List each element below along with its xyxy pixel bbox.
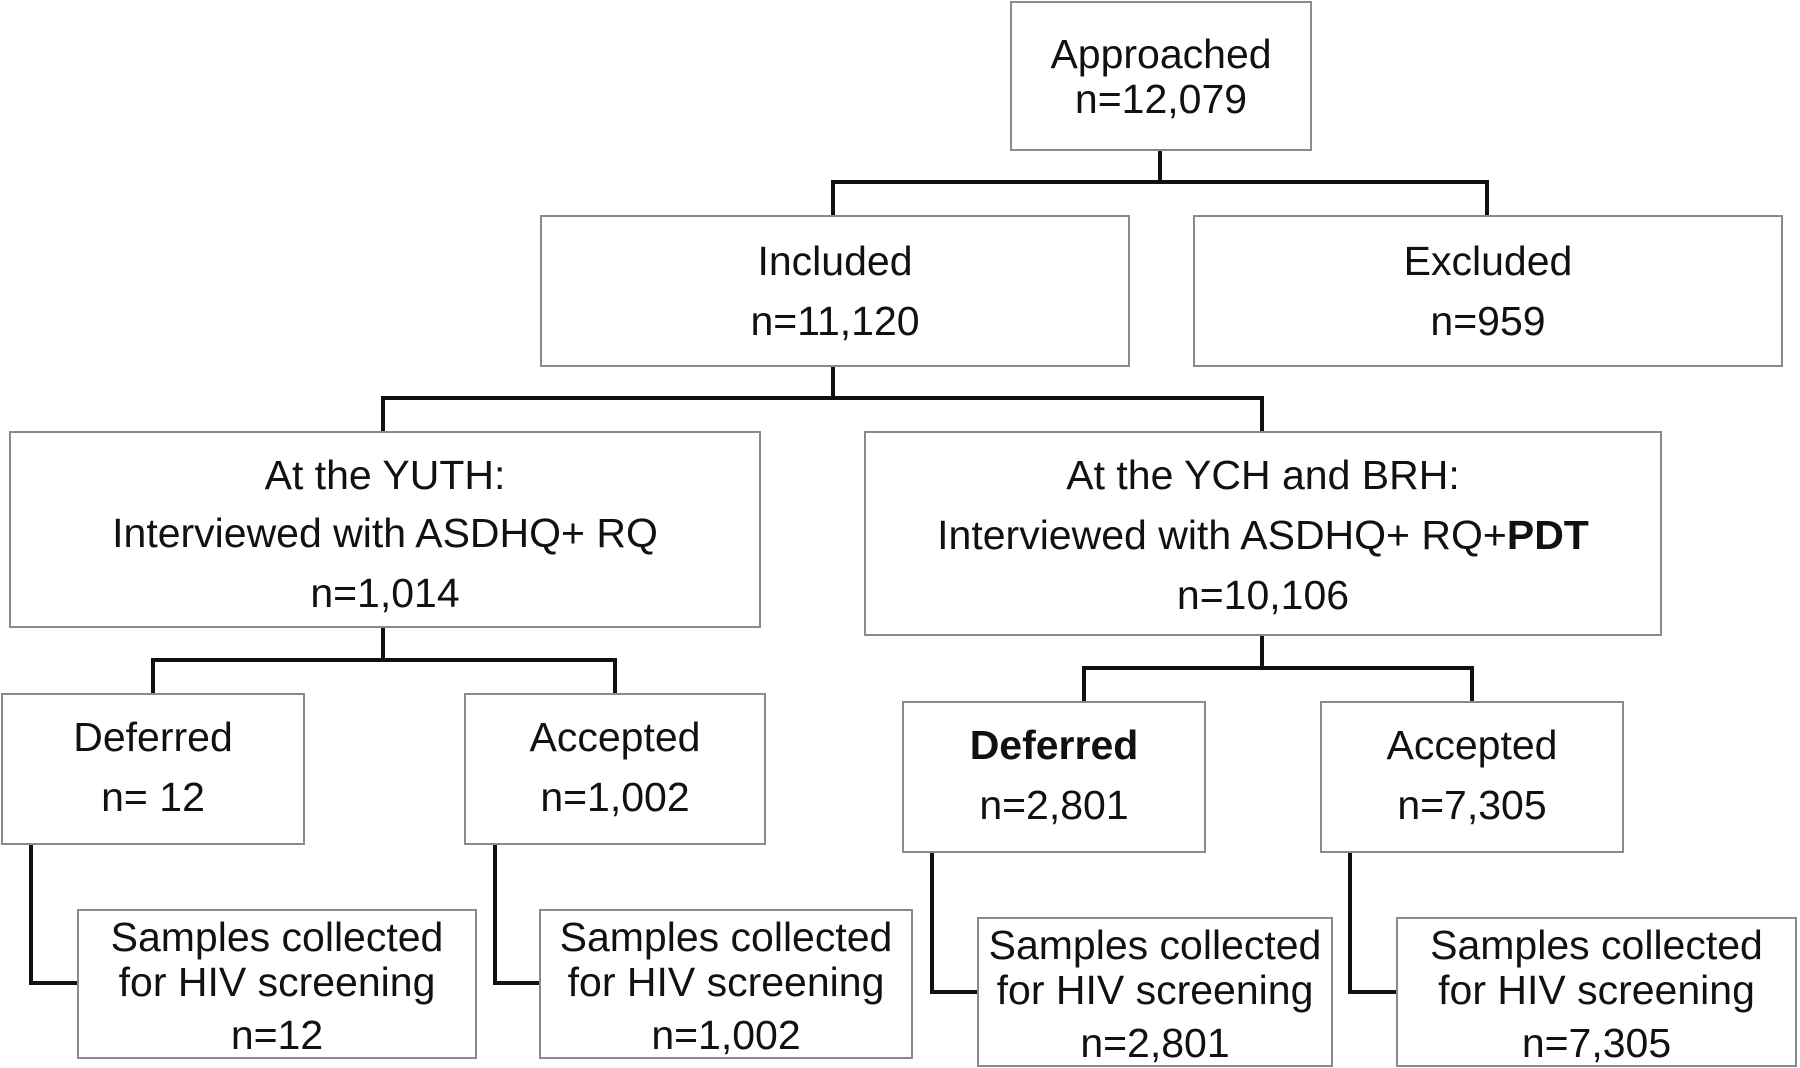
- samples-ych-deferred-count: n=2,801: [1080, 1020, 1230, 1066]
- samples-label-line1: Samples collected: [1430, 922, 1763, 968]
- yuth-deferred-label: Deferred: [73, 714, 233, 760]
- yuth-accepted-count: n=1,002: [540, 774, 690, 820]
- ych-brh-box: At the YCH and BRH: Interviewed with ASD…: [864, 431, 1662, 636]
- connector-yuth-split: [151, 626, 617, 695]
- ych-brh-site-label: At the YCH and BRH:: [1066, 452, 1460, 498]
- excluded-label: Excluded: [1403, 238, 1573, 284]
- ych-accepted-count: n=7,305: [1397, 782, 1547, 828]
- samples-yuth-deferred-box: Samples collected for HIV screening n=12: [77, 909, 477, 1059]
- yuth-deferred-count: n= 12: [101, 774, 205, 820]
- ych-accepted-label: Accepted: [1386, 722, 1558, 768]
- samples-ych-deferred-box: Samples collected for HIV screening n=2,…: [977, 917, 1333, 1067]
- samples-label-line2: for HIV screening: [1438, 967, 1755, 1013]
- samples-label-line2: for HIV screening: [567, 959, 885, 1005]
- samples-label-line1: Samples collected: [559, 914, 893, 960]
- samples-label-line2: for HIV screening: [118, 959, 436, 1005]
- yuth-box: At the YUTH: Interviewed with ASDHQ+ RQ …: [9, 431, 761, 628]
- excluded-count: n=959: [1430, 298, 1546, 344]
- yuth-accepted-box: Accepted n=1,002: [464, 693, 766, 845]
- connector-yuth-deferred-samples: [29, 843, 81, 985]
- yuth-count: n=1,014: [310, 570, 460, 616]
- ych-deferred-label: Deferred: [969, 722, 1139, 768]
- yuth-interview-label: Interviewed with ASDHQ+ RQ: [112, 510, 658, 556]
- approached-count: n=12,079: [1074, 76, 1248, 122]
- yuth-deferred-box: Deferred n= 12: [1, 693, 305, 845]
- connector-yuth-accepted-samples: [493, 843, 543, 985]
- samples-label-line1: Samples collected: [110, 914, 444, 960]
- ych-brh-count: n=10,106: [1176, 572, 1350, 618]
- samples-ych-accepted-count: n=7,305: [1521, 1020, 1672, 1066]
- ych-deferred-count: n=2,801: [979, 782, 1129, 828]
- ych-deferred-box: Deferred n=2,801: [902, 701, 1206, 853]
- included-count: n=11,120: [750, 298, 920, 344]
- samples-yuth-accepted-box: Samples collected for HIV screening n=1,…: [539, 909, 913, 1059]
- ych-accepted-box: Accepted n=7,305: [1320, 701, 1624, 853]
- ych-brh-interview-bold: PDT: [1506, 512, 1589, 558]
- ych-brh-interview-prefix: Interviewed with ASDHQ+ RQ+: [937, 512, 1507, 558]
- yuth-site-label: At the YUTH:: [264, 452, 506, 498]
- approached-label: Approached: [1050, 31, 1272, 77]
- samples-label-line1: Samples collected: [988, 922, 1322, 968]
- samples-ych-accepted-box: Samples collected for HIV screening n=7,…: [1396, 917, 1797, 1067]
- connector-ych-accepted-samples: [1348, 850, 1400, 994]
- ych-brh-interview-label: Interviewed with ASDHQ+ RQ+PDT: [866, 515, 1660, 556]
- connector-ych-split: [1082, 634, 1474, 703]
- samples-yuth-accepted-count: n=1,002: [651, 1012, 801, 1058]
- included-label: Included: [757, 238, 913, 284]
- approached-box: Approached n=12,079: [1010, 1, 1312, 151]
- connector-ych-deferred-samples: [930, 850, 981, 994]
- yuth-accepted-label: Accepted: [529, 714, 701, 760]
- samples-yuth-deferred-count: n=12: [230, 1012, 324, 1058]
- connector-included-split: [381, 364, 1264, 433]
- included-box: Included n=11,120: [540, 215, 1130, 367]
- connector-approached-split: [831, 148, 1489, 217]
- excluded-box: Excluded n=959: [1193, 215, 1783, 367]
- samples-label-line2: for HIV screening: [996, 967, 1314, 1013]
